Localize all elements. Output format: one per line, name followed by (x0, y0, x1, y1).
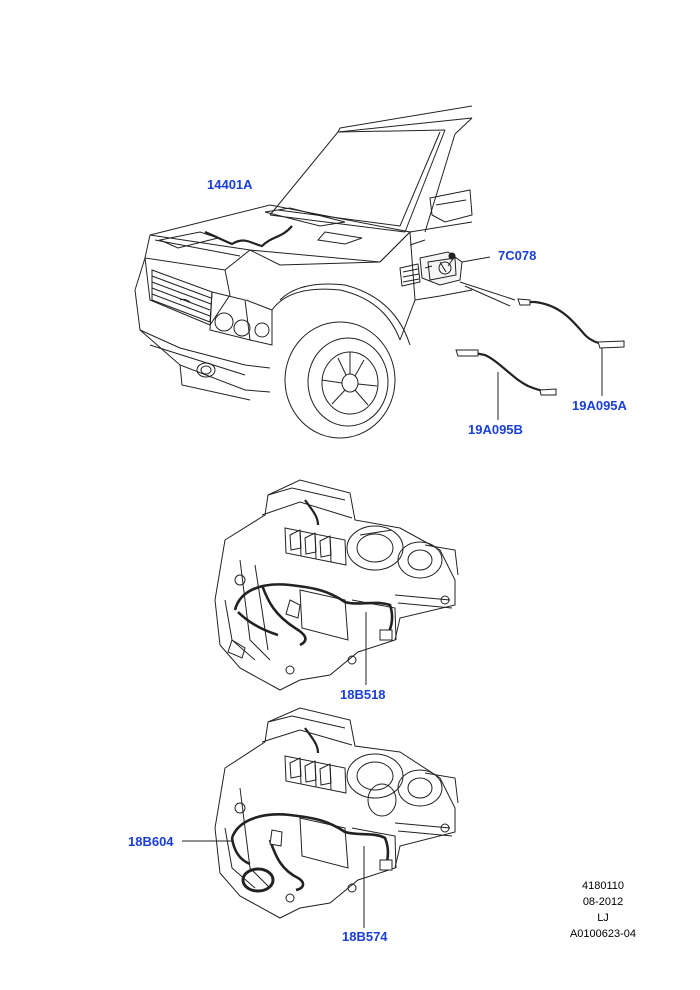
cable-19a095a-drawing (517, 298, 625, 396)
callout-18b518: 18B518 (340, 687, 386, 702)
illustration-reference-block: 4180110 08-2012 LJ A0100623-04 (548, 878, 658, 942)
reference-code: A0100623-04 (569, 928, 637, 940)
cable-19a095b-drawing (455, 349, 557, 420)
callout-18b604: 18B604 (128, 834, 174, 849)
callout-7c078: 7C078 (498, 248, 537, 263)
heater-assembly-1-drawing (214, 479, 459, 691)
callout-18b574: 18B574 (342, 929, 388, 944)
reference-date: 08-2012 (582, 896, 624, 908)
callout-19a095a: 19A095A (572, 398, 627, 413)
reference-number: 4180110 (581, 880, 624, 892)
reference-initials: LJ (597, 912, 609, 924)
callout-14401a: 14401A (207, 177, 253, 192)
heater-assembly-2-drawing (182, 707, 459, 928)
vehicle-drawing (134, 105, 516, 439)
callout-19a095b: 19A095B (468, 422, 523, 437)
